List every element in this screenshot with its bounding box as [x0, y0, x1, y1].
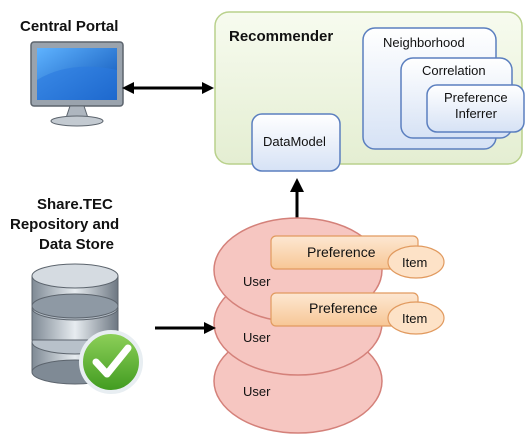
neighborhood-label: Neighborhood	[383, 35, 465, 50]
user-label-2: User	[243, 330, 271, 345]
repository-label-line1: Share.TEC	[37, 196, 113, 213]
user-label-1: User	[243, 274, 271, 289]
repository-label-line3: Data Store	[39, 236, 115, 253]
datamodel-box	[251, 113, 341, 172]
preference-label-1: Preference	[307, 244, 376, 260]
user-label-3: User	[243, 384, 271, 399]
preference-label-2: Preference	[309, 300, 378, 316]
check-icon	[79, 330, 143, 394]
preference-inferrer-label-line1: Preference	[444, 90, 508, 105]
monitor-icon	[30, 41, 124, 127]
datamodel-label: DataModel	[263, 134, 326, 149]
item-label-1: Item	[402, 255, 428, 270]
portal-recommender-arrow	[122, 82, 214, 94]
correlation-label: Correlation	[422, 63, 486, 78]
item-label-2: Item	[402, 311, 428, 326]
repository-label-line2: Repository and	[10, 216, 120, 233]
item-ellipse-1	[387, 245, 445, 279]
preference-inferrer-box	[426, 84, 525, 133]
item-ellipse-2	[387, 301, 445, 335]
preference-inferrer-label-line2: Inferrer	[455, 106, 497, 121]
recommender-title: Recommender	[229, 28, 334, 45]
database-users-arrow	[155, 322, 216, 334]
central-portal-label: Central Portal	[20, 18, 119, 35]
